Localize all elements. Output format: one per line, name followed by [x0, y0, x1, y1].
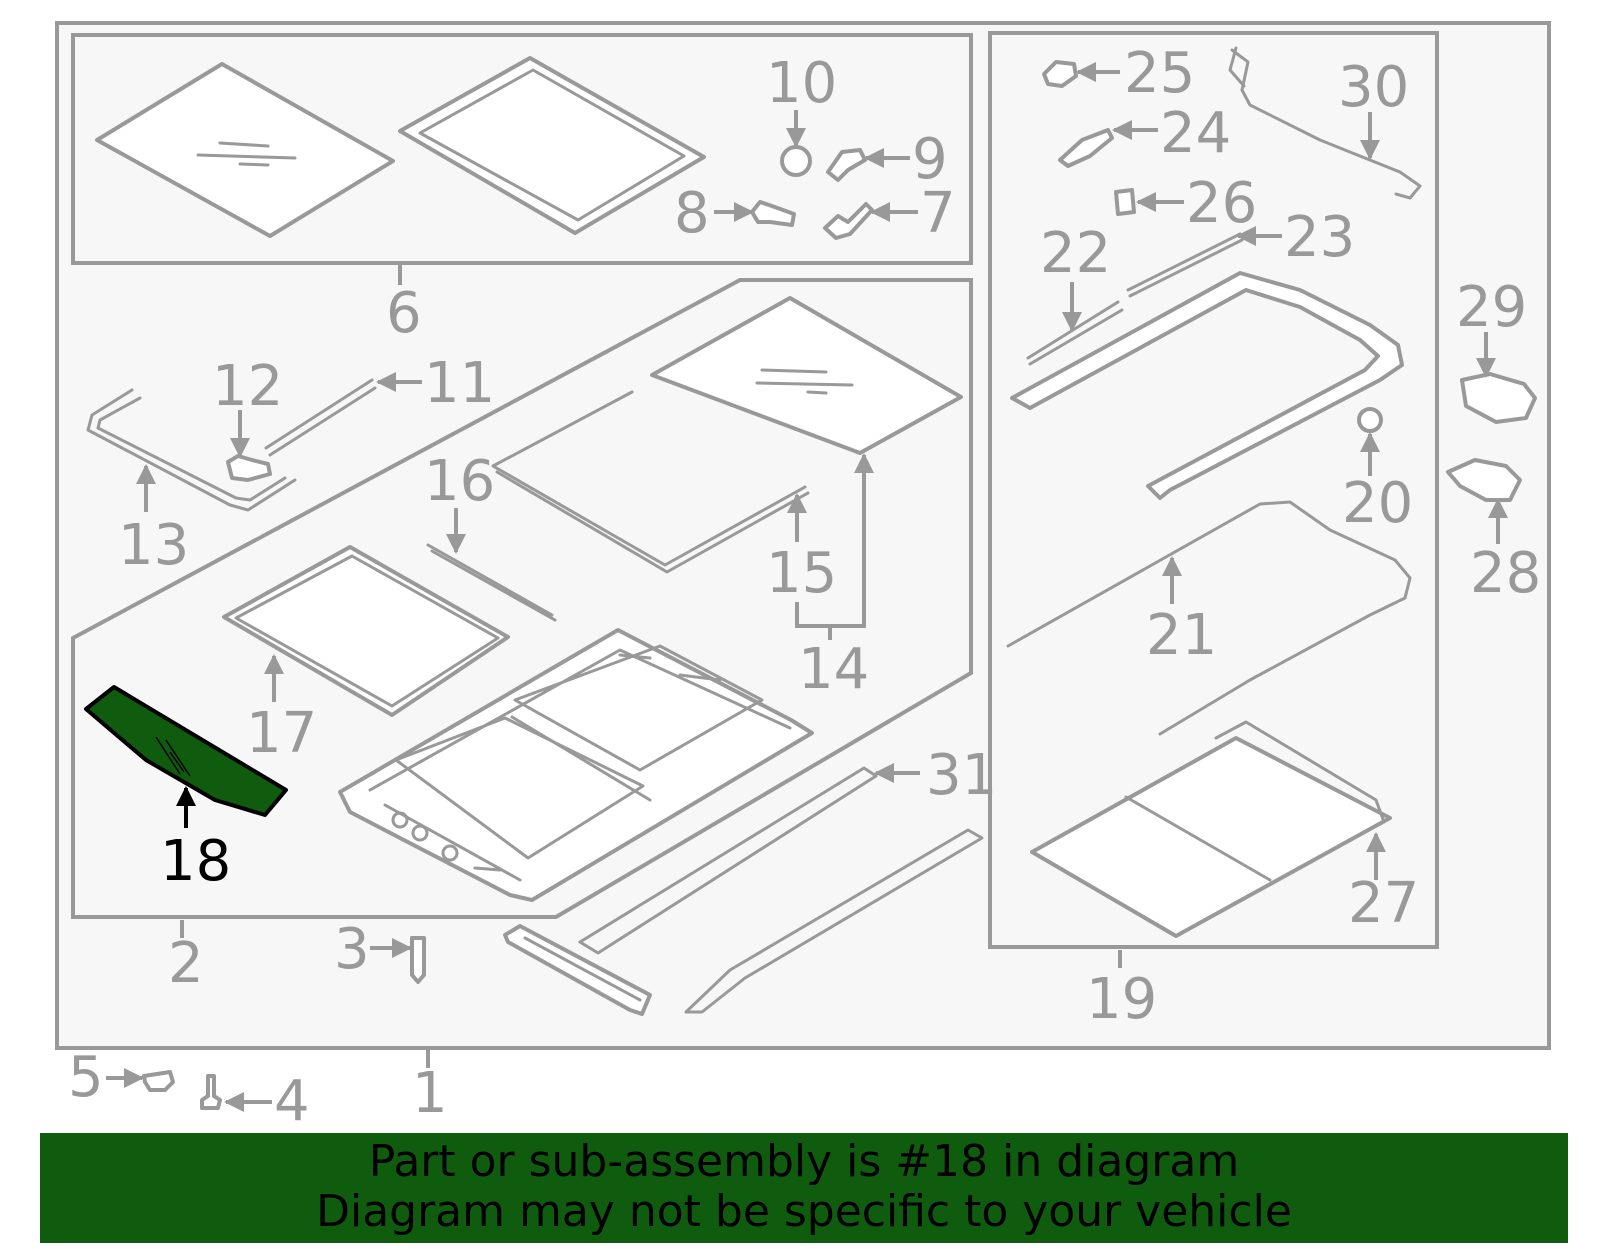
part-13-deflector-frame[interactable]	[86, 388, 297, 512]
callout-2: 2	[168, 931, 204, 996]
callout-1: 1	[412, 1061, 448, 1126]
callout-26: 26	[1186, 171, 1257, 236]
part-4-bolt[interactable]	[200, 1074, 222, 1110]
callout-5: 5	[68, 1045, 104, 1110]
info-banner: Part or sub-assembly is #18 in diagram D…	[40, 1133, 1568, 1243]
callout-15: 15	[766, 541, 837, 606]
part-18-glare-lines	[155, 736, 191, 777]
callout-8: 8	[674, 181, 710, 246]
roof-rail-side[interactable]	[684, 828, 984, 1014]
part-10-plug[interactable]	[780, 145, 812, 177]
part-7-bracket[interactable]	[823, 202, 874, 240]
callout-9: 9	[912, 127, 948, 192]
part-16-seal-strip[interactable]	[426, 543, 557, 622]
part-8-screw[interactable]	[750, 200, 796, 227]
callout-11: 11	[424, 351, 495, 416]
callout-13: 13	[118, 513, 189, 578]
part-17-sunroof-glass[interactable]	[222, 545, 510, 717]
callout-29: 29	[1456, 275, 1527, 340]
roof-frame-part-2[interactable]	[338, 628, 814, 902]
callout-7: 7	[920, 181, 956, 246]
callout-17: 17	[246, 701, 317, 766]
callout-6: 6	[386, 281, 422, 346]
part-15-glass-seal[interactable]	[491, 390, 810, 574]
callout-28: 28	[1470, 541, 1541, 606]
part-5-nut[interactable]	[142, 1070, 175, 1092]
callout-3: 3	[334, 917, 370, 982]
callout-19: 19	[1086, 967, 1157, 1032]
callout-4: 4	[274, 1069, 310, 1134]
part-11-seal[interactable]	[264, 378, 377, 457]
part-3-pin[interactable]	[410, 936, 426, 984]
part-23-guide[interactable]	[1126, 232, 1244, 298]
rear-glass-panel[interactable]	[398, 56, 706, 235]
part-21-cable[interactable]	[1006, 500, 1412, 736]
callout-30: 30	[1338, 55, 1409, 120]
callout-31: 31	[926, 743, 997, 808]
callout-10: 10	[766, 51, 837, 116]
callout-21: 21	[1146, 603, 1217, 668]
front-glass-panel[interactable]	[95, 62, 395, 238]
sunroof-frame-rails[interactable]	[1010, 271, 1404, 500]
part-14-glass-panel[interactable]	[650, 296, 963, 455]
callout-18: 18	[160, 829, 231, 894]
banner-line-2: Diagram may not be specific to your vehi…	[316, 1186, 1292, 1237]
callout-16: 16	[424, 449, 495, 514]
callout-22: 22	[1040, 221, 1111, 286]
callout-25: 25	[1124, 41, 1195, 106]
callout-20: 20	[1342, 471, 1413, 536]
part-30-drain-hose[interactable]	[1228, 46, 1422, 200]
part-20-plug[interactable]	[1357, 407, 1383, 433]
callout-14: 14	[798, 637, 869, 702]
roof-rail-front[interactable]	[503, 924, 652, 1016]
callout-23: 23	[1284, 205, 1355, 270]
part-27-sunshade[interactable]	[1030, 720, 1392, 938]
part-28-motor[interactable]	[1446, 458, 1522, 502]
callout-24: 24	[1160, 101, 1231, 166]
part-18-wind-deflector[interactable]	[84, 685, 288, 817]
callout-12: 12	[212, 354, 283, 419]
callout-27: 27	[1348, 871, 1419, 936]
banner-line-1: Part or sub-assembly is #18 in diagram	[368, 1136, 1240, 1187]
part-26-grommet[interactable]	[1114, 188, 1136, 216]
